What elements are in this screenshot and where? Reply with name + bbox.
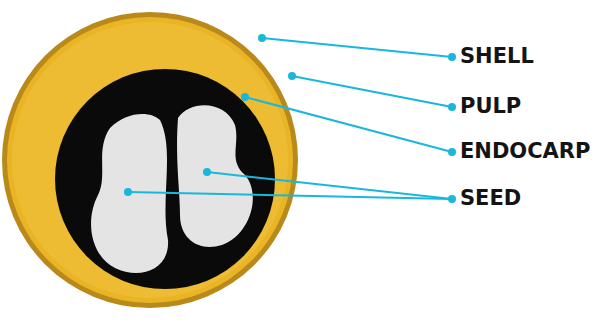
pulp-layer	[7, 17, 293, 303]
endocarp-layer	[55, 69, 275, 289]
leader-dots	[124, 34, 456, 203]
part-label: ENDOCARP	[460, 140, 590, 163]
part-label: PULP	[460, 95, 521, 118]
pulp-highlight	[12, 22, 288, 298]
part-label: SHELL	[460, 45, 534, 68]
leader-lines	[128, 38, 452, 199]
part-label: SEED	[460, 187, 521, 210]
shell-ring	[2, 12, 298, 308]
